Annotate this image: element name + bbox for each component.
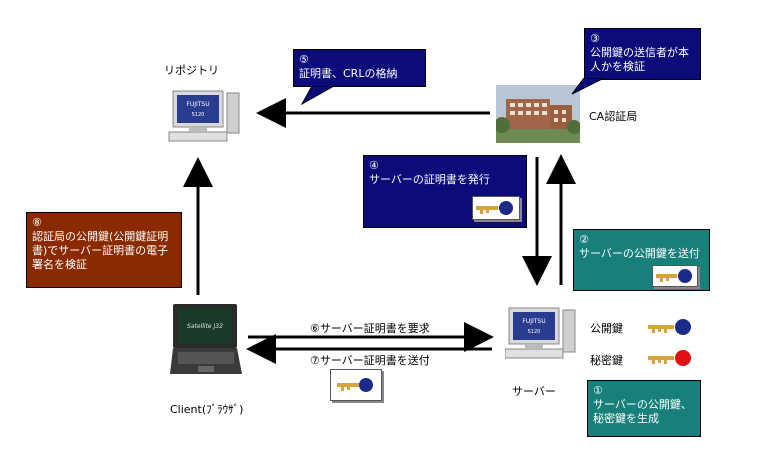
svg-text:5120: 5120 <box>528 329 541 335</box>
desktop-computer-icon: FUJITSU 5120 <box>504 307 576 359</box>
callout-step5-tail <box>300 86 336 106</box>
public-key-icon <box>646 318 696 336</box>
client-node: Satellite J32 <box>170 302 242 376</box>
svg-text:Satellite J32: Satellite J32 <box>187 323 223 330</box>
callout-step5: ⑤ 証明書、CRLの格納 <box>293 49 426 87</box>
public-key-icon <box>476 201 513 215</box>
arrow-label-step6: ⑥サーバー証明書を要求 <box>310 322 430 335</box>
public-key-label: 公開鍵 <box>590 322 623 335</box>
svg-text:FUJITSU: FUJITSU <box>186 101 209 108</box>
server-label: サーバー <box>512 385 556 398</box>
ca-label: CA認証局 <box>589 110 638 123</box>
svg-text:5120: 5120 <box>192 112 205 118</box>
callout-step3: ③ 公開鍵の送信者が本 人かを検証 <box>584 28 701 80</box>
callout-step8: ⑧ 認証局の公開鍵(公開鍵証明 書)でサーバー証明書の電子 署名を検証 <box>26 212 182 288</box>
client-label: Client(ﾌﾞﾗｳｻﾞ) <box>170 403 244 416</box>
svg-text:FUJITSU: FUJITSU <box>522 318 545 325</box>
callout-step2-text: ② サーバーの公開鍵を送付 <box>579 233 700 260</box>
private-key-icon <box>646 349 696 367</box>
repository-node: FUJITSU 5120 <box>165 88 245 148</box>
building-icon <box>494 85 581 143</box>
public-key-icon <box>656 269 692 283</box>
callout-step2-key-card <box>652 265 698 287</box>
certificate-card <box>330 369 382 401</box>
callout-step4-text: ④ サーバーの証明書を発行 <box>369 159 490 186</box>
server-node: FUJITSU 5120 <box>504 305 585 365</box>
ca-node <box>494 85 581 143</box>
callout-step4-key-card <box>472 196 520 220</box>
desktop-computer-icon: FUJITSU 5120 <box>168 90 240 142</box>
repository-label: リポジトリ <box>164 64 219 77</box>
callout-step3-tail <box>571 78 605 95</box>
private-key-label: 秘密鍵 <box>590 354 623 367</box>
callout-step1: ① サーバーの公開鍵、 秘密鍵を生成 <box>587 380 701 437</box>
laptop-icon: Satellite J32 <box>170 304 242 374</box>
public-key-icon <box>337 378 373 392</box>
arrow-label-step7: ⑦サーバー証明書を送付 <box>310 354 430 367</box>
